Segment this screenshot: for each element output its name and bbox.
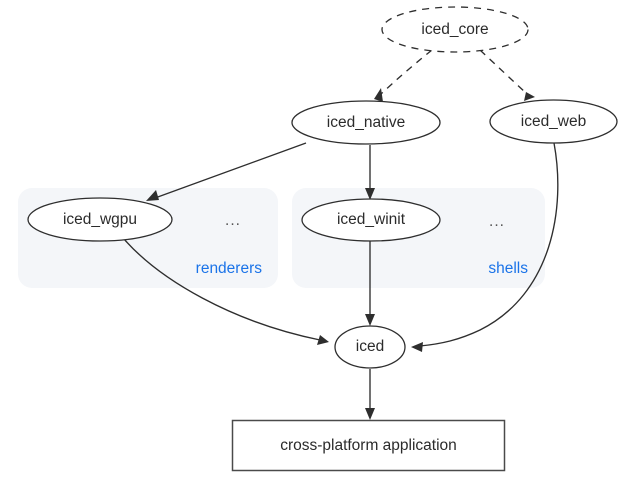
node-iced-label: iced [356, 338, 384, 355]
arrowhead-native-winit [365, 188, 375, 200]
node-iced-web-shape[interactable] [489, 99, 618, 144]
cluster-shells-label: shells [488, 260, 528, 277]
node-iced-shape[interactable] [334, 325, 406, 369]
edge-iced-web-to-iced [411, 142, 559, 352]
node-iced-core-label: iced_core [421, 21, 488, 38]
node-iced-wgpu-shape[interactable] [27, 197, 173, 242]
arrowhead-wgpu-iced [317, 335, 329, 345]
edge-iced-native-to-iced-wgpu [146, 142, 307, 201]
arrowhead-winit-iced [365, 314, 375, 326]
cluster-renderers-ellipsis: ... [225, 212, 241, 229]
edge-path-native-wgpu [154, 142, 307, 199]
cluster-shells-ellipsis: ... [489, 213, 505, 230]
node-iced-native[interactable]: iced_native [291, 100, 441, 145]
node-iced-native-label: iced_native [327, 114, 405, 131]
edge-path-core-native [380, 49, 433, 95]
edge-path-web-iced [419, 142, 559, 347]
node-iced-wgpu[interactable]: iced_wgpu [27, 197, 173, 242]
arrowhead-core-native [374, 88, 383, 102]
node-iced[interactable]: iced [334, 325, 406, 369]
arrowhead-web-iced [411, 342, 423, 352]
node-iced-web[interactable]: iced_web [489, 99, 618, 144]
arrowhead-iced-application [365, 408, 375, 420]
edge-iced-core-to-iced-native [374, 49, 433, 102]
node-iced-web-label: iced_web [521, 113, 587, 130]
edge-iced-winit-to-iced [365, 241, 375, 326]
edge-iced-native-to-iced-winit [365, 145, 375, 200]
edge-iced-core-to-iced-web [479, 49, 535, 101]
node-iced-winit-shape[interactable] [301, 198, 441, 242]
node-iced-winit-label: iced_winit [337, 211, 406, 228]
edge-path-wgpu-iced [123, 238, 321, 341]
node-cross-platform-application[interactable]: cross-platform application [231, 419, 506, 472]
edge-iced-wgpu-to-iced [123, 238, 329, 345]
cluster-renderers-label: renderers [196, 260, 263, 277]
edge-path-core-web [479, 49, 527, 94]
arrowhead-native-wgpu [146, 190, 159, 201]
node-application-shape[interactable] [231, 419, 506, 472]
node-iced-core-shape[interactable] [381, 6, 529, 53]
node-iced-native-shape[interactable] [291, 100, 441, 145]
arrowhead-core-web [524, 92, 535, 101]
node-application-label: cross-platform application [280, 437, 457, 454]
edge-iced-to-application [365, 369, 375, 420]
node-iced-winit[interactable]: iced_winit [301, 198, 441, 242]
node-iced-wgpu-label: iced_wgpu [63, 211, 137, 228]
node-iced-core[interactable]: iced_core [381, 6, 529, 53]
